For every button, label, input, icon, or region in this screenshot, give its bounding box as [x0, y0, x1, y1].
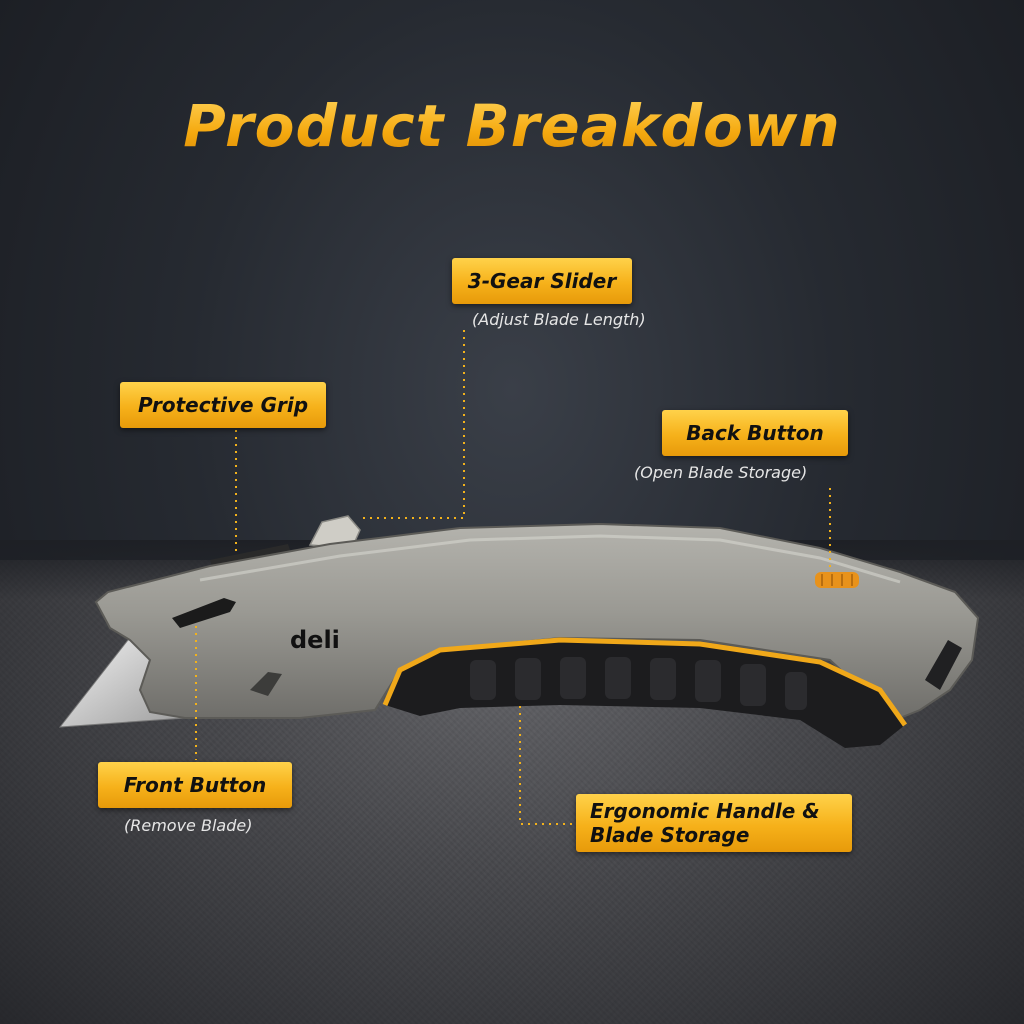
sub-open-blade-storage: (Open Blade Storage): [634, 463, 808, 482]
back-button-shape: [815, 572, 859, 588]
leader-handle: [519, 706, 576, 825]
leader-lines: [195, 330, 831, 825]
grip-ridges: [470, 657, 807, 710]
label-front-button: Front Button: [98, 762, 292, 808]
label-ergonomic-handle: Ergonomic Handle & Blade Storage: [576, 794, 852, 852]
body-notch: [250, 672, 282, 696]
label-protective-grip: Protective Grip: [120, 382, 326, 428]
grip-yellow-trim: [382, 637, 908, 727]
label-3-gear-slider: 3-Gear Slider: [452, 258, 632, 304]
brand-logo: deli: [290, 626, 340, 654]
sub-adjust-blade-length: (Adjust Blade Length): [472, 310, 646, 329]
label-ergonomic-handle-line2: Blade Storage: [590, 823, 750, 847]
front-button-shape: [172, 598, 236, 628]
leader-slider: [358, 330, 465, 519]
sub-remove-blade: (Remove Blade): [124, 816, 253, 835]
body-highlight: [199, 534, 901, 584]
page-title: Product Breakdown: [0, 92, 1024, 160]
lanyard-hole: [925, 640, 962, 690]
label-back-button: Back Button: [662, 410, 848, 456]
label-ergonomic-handle-line1: Ergonomic Handle &: [590, 799, 820, 823]
